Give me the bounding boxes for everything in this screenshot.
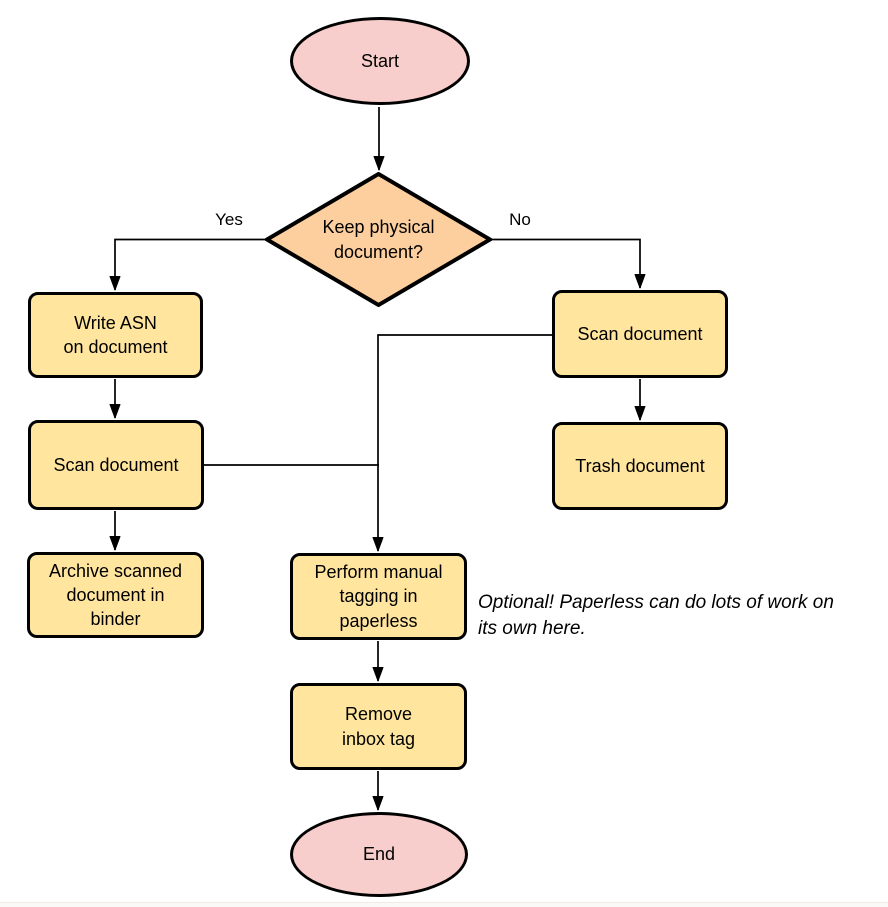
page-bottom-divider	[0, 902, 888, 907]
node-label: Archive scanned document in binder	[48, 560, 183, 630]
node-label: End	[362, 844, 396, 865]
edge-decision-scan-right	[492, 238, 646, 289]
edge-label-yes: Yes	[215, 210, 243, 229]
node-manual-tagging: Perform manual tagging in paperless	[290, 553, 467, 640]
node-label: Write ASN on document	[63, 312, 168, 357]
edge-decision-write-asn	[109, 238, 265, 291]
annotation-note: Optional! Paperless can do lots of work …	[478, 592, 834, 639]
node-start: Start	[290, 17, 470, 105]
node-archive-binder: Archive scanned document in binder	[27, 552, 204, 638]
node-write-asn: Write ASN on document	[28, 292, 203, 378]
node-label: Scan document	[577, 323, 703, 344]
node-label: Scan document	[53, 454, 179, 475]
node-decision-keep-physical: Keep physical document?	[265, 172, 492, 307]
node-label: Keep physical document?	[322, 217, 435, 262]
node-label: Remove inbox tag	[341, 704, 416, 749]
node-label: Trash document	[575, 455, 705, 476]
node-scan-document-left: Scan document	[28, 420, 204, 510]
node-scan-document-right: Scan document	[552, 290, 728, 378]
node-label: Perform manual tagging in paperless	[314, 562, 443, 631]
node-trash-document: Trash document	[552, 422, 728, 510]
decision-diamond-shape	[265, 172, 492, 307]
node-end: End	[290, 812, 468, 897]
edge-scan-right-tagging	[372, 334, 552, 552]
node-remove-inbox-tag: Remove inbox tag	[290, 683, 467, 770]
edge-label-no: No	[509, 210, 531, 229]
node-label: Start	[360, 50, 399, 71]
